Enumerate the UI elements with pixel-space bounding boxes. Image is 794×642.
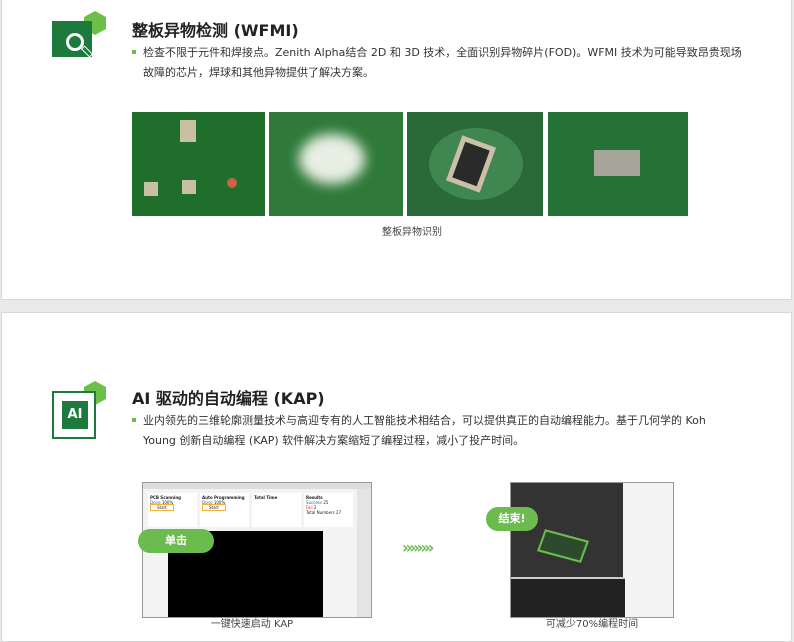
pcb-photo-4 — [548, 112, 688, 216]
pct: 100% — [161, 500, 174, 505]
done-bubble: 结束! — [486, 507, 538, 531]
kap-title: AI 驱动的自动编程 (KAP) — [132, 389, 325, 408]
wfmi-description: 检查不限于元件和焊接点。Zenith Alpha结合 2D 和 3D 技术，全面… — [132, 43, 752, 83]
kap-result-screenshot — [510, 482, 674, 618]
total-label: Total Numbers — [306, 510, 335, 515]
ai-chip-label: AI — [62, 401, 88, 429]
pcb-scanning-title: PCB Scanning — [150, 495, 182, 500]
start-button[interactable]: Start — [202, 504, 226, 511]
ai-chip-icon: AI — [50, 381, 106, 439]
pcb-photo-2 — [269, 112, 403, 216]
fail-count: 2 — [313, 505, 317, 510]
arrow-chevrons-icon: »»»» — [402, 538, 434, 557]
click-bubble: 单击 — [138, 529, 214, 553]
kap-section: AI AI 驱动的自动编程 (KAP) 业内领先的三维轮廓测量技术与高迎专有的人… — [1, 312, 792, 642]
auto-programming-title: Auto Programming — [202, 495, 245, 500]
fail-label: Fail — [306, 505, 313, 510]
results-title: Results — [306, 495, 323, 500]
total-count: 27 — [336, 510, 342, 515]
pcb-magnifier-icon — [50, 11, 106, 67]
status: Done — [202, 500, 213, 505]
status: Done — [150, 500, 161, 505]
wfmi-title: 整板异物检测 (WFMI) — [132, 21, 299, 40]
wfmi-caption: 整板异物识别 — [382, 227, 442, 238]
kap-right-caption: 可减少70%编程时间 — [545, 619, 639, 630]
kap-left-caption: 一键快速启动 KAP — [210, 619, 294, 630]
pct: 100% — [213, 500, 226, 505]
pcb-photo-1 — [132, 112, 265, 216]
wfmi-section: 整板异物检测 (WFMI) 检查不限于元件和焊接点。Zenith Alpha结合… — [1, 0, 792, 300]
pcb-photo-3 — [407, 112, 543, 216]
kap-description: 业内领先的三维轮廓测量技术与高迎专有的人工智能技术相结合，可以提供真正的自动编程… — [132, 411, 722, 451]
success-count: 25 — [323, 500, 329, 505]
total-time-title: Total Time — [254, 495, 278, 500]
success-label: Success — [306, 500, 323, 505]
start-button[interactable]: Start — [150, 504, 174, 511]
